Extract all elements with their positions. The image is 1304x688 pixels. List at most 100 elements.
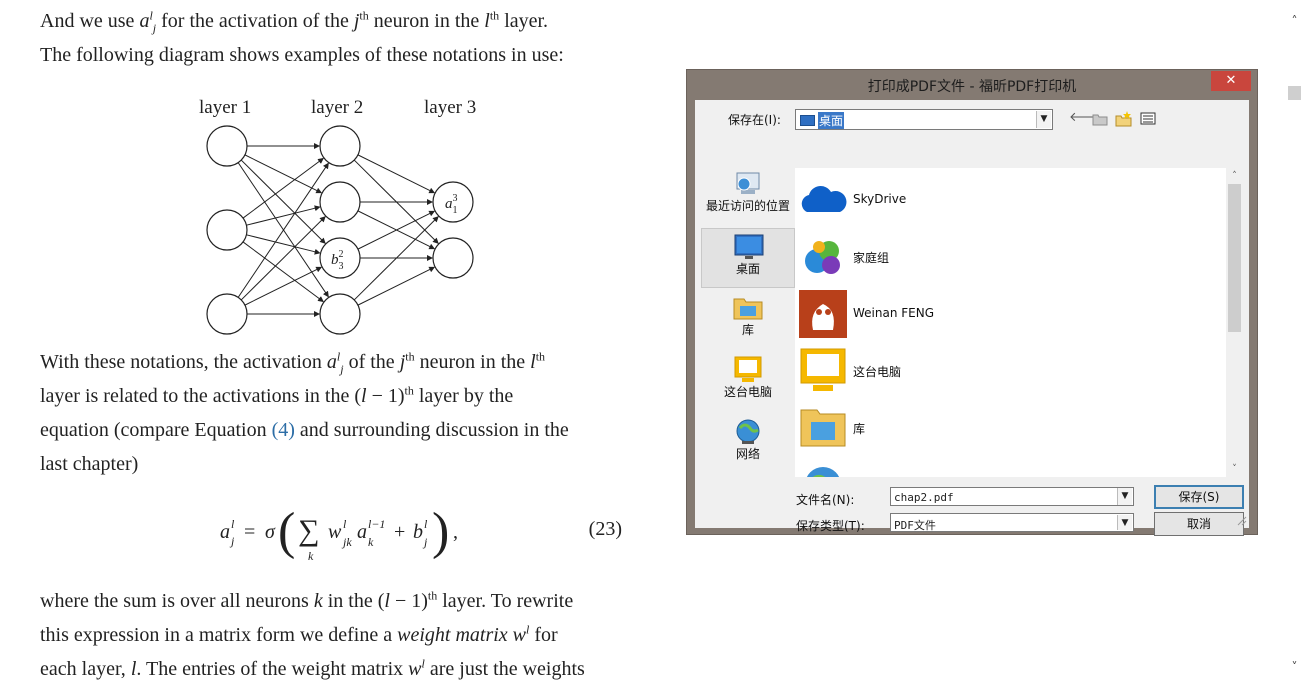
chevron-down-icon[interactable]: ▼ (1117, 515, 1132, 530)
connection-edge (357, 210, 436, 250)
file-list-scroll-thumb[interactable] (1228, 184, 1241, 332)
text: . The entries of the weight matrix (136, 658, 409, 680)
computer-icon (800, 348, 846, 391)
math-k: k (313, 590, 323, 612)
place-network[interactable]: 网络 (701, 414, 795, 474)
math-l-minus-1-th: (l − 1)th (354, 383, 414, 407)
svg-text:jk: jk (341, 535, 352, 549)
file-list-scrollbar[interactable]: ˄ ˅ (1226, 168, 1243, 477)
math-j-th: jth (399, 349, 415, 373)
list-item[interactable] (799, 459, 1219, 477)
math-l-minus-1-th: (l − 1)th (377, 588, 438, 612)
neuron-l2-1 (319, 125, 361, 167)
network-icon (736, 419, 760, 444)
back-arrow-icon[interactable]: 🡐 (1069, 110, 1104, 125)
math-j-th: jth (353, 8, 369, 32)
place-label: 最近访问的位置 (705, 199, 790, 213)
list-item[interactable]: SkyDrive (799, 174, 1219, 226)
resize-grip-icon[interactable] (1237, 516, 1247, 526)
text: for (529, 624, 558, 646)
file-name: 库 (853, 422, 866, 436)
equation-number: (23) (588, 518, 622, 540)
svg-text:j: j (229, 534, 235, 548)
equation-4-link[interactable]: (4) (271, 419, 295, 441)
math-l: l (130, 658, 137, 680)
neuron-l1-2 (206, 209, 248, 251)
text: And we use (40, 10, 140, 32)
svg-text:k: k (368, 535, 374, 549)
neuron-l2-4 (319, 293, 361, 335)
close-button[interactable]: ✕ (1211, 71, 1251, 91)
new-folder-icon[interactable] (1115, 111, 1133, 127)
save-button[interactable]: 保存(S) (1154, 485, 1244, 509)
text: are just the weights (424, 658, 585, 680)
neuron-l1-3 (206, 293, 248, 335)
scroll-up-icon[interactable]: ˄ (1232, 171, 1237, 181)
list-item[interactable]: Weinan FENG (799, 288, 1219, 340)
text: equation (compare Equation (40, 419, 272, 441)
chevron-down-icon[interactable]: ▼ (1117, 488, 1132, 505)
filetype-value: PDF文件 (894, 519, 936, 532)
desktop-icon (734, 234, 764, 259)
place-desktop[interactable]: 桌面 (701, 228, 795, 288)
place-label: 网络 (735, 447, 760, 461)
filetype-combo[interactable]: PDF文件 ▼ (890, 513, 1134, 532)
equation-23: a l j = σ ( ∑ k w l jk a l−1 k + b l j )… (220, 500, 640, 570)
math-w-l: wl (512, 622, 530, 646)
connection-edge (244, 154, 323, 194)
scroll-down-icon[interactable]: ˅ (1232, 464, 1237, 474)
svg-text:l: l (231, 517, 235, 531)
computer-icon (734, 356, 762, 382)
file-list[interactable]: SkyDrive 家庭组 Weinan FENG 这台电脑 库 (795, 168, 1243, 477)
text: this expression in a matrix form we defi… (40, 624, 398, 646)
filename-dropdown[interactable]: ▼ (1117, 487, 1133, 506)
list-item[interactable]: 库 (799, 402, 1219, 454)
recent-places-icon (736, 172, 760, 194)
user-icon (799, 290, 847, 338)
place-computer[interactable]: 这台电脑 (701, 352, 795, 412)
text: each layer, (40, 658, 131, 680)
svg-text:(: ( (278, 503, 295, 560)
filename-field[interactable]: chap2.pdf ▼ (890, 487, 1134, 506)
list-item[interactable]: 家庭组 (799, 231, 1219, 283)
paragraph-line: The following diagram shows examples of … (40, 44, 564, 66)
view-menu-icon[interactable] (1140, 112, 1158, 128)
place-library[interactable]: 库 (701, 290, 795, 350)
cancel-button[interactable]: 取消 (1154, 512, 1244, 536)
save-in-value: 桌面 (818, 112, 845, 129)
neuron-l1-1 (206, 125, 248, 167)
paragraph-line: each layer, l. The entries of the weight… (40, 657, 585, 681)
file-name: SkyDrive (853, 192, 907, 206)
svg-text:a: a (220, 521, 230, 543)
save-in-combo[interactable]: 桌面 ▼ (795, 109, 1053, 130)
connection-edge (237, 162, 329, 298)
connection-edge (357, 154, 436, 194)
connections (237, 143, 439, 317)
paragraph-line: equation (compare Equation (4) and surro… (40, 418, 569, 442)
dialog-titlebar[interactable]: 打印成PDF文件 - 福昕PDF打印机 ✕ (687, 70, 1257, 99)
math-l-th: lth (484, 8, 500, 32)
paragraph-line: this expression in a matrix form we defi… (40, 623, 558, 647)
text: of the (343, 351, 400, 373)
scroll-down-icon[interactable]: ˅ (1291, 660, 1298, 674)
neuron-l3-1 (432, 181, 474, 223)
text: layer. To rewrite (437, 590, 574, 612)
list-item[interactable]: 这台电脑 (799, 345, 1219, 397)
connection-edge (240, 216, 326, 301)
svg-text:k: k (308, 549, 314, 563)
svg-text:l: l (343, 517, 347, 531)
text: neuron in the (414, 351, 531, 373)
place-recent[interactable]: 最近访问的位置 (701, 166, 795, 226)
up-folder-icon[interactable] (1092, 112, 1110, 128)
page-scroll-thumb[interactable] (1288, 86, 1301, 100)
text: layer by the (413, 385, 514, 407)
paragraph-line: last chapter) (40, 453, 139, 475)
file-name: 家庭组 (853, 251, 890, 265)
page-scrollbar[interactable]: ˄ ˅ (1285, 0, 1304, 688)
place-label: 库 (741, 323, 754, 337)
place-label: 这台电脑 (723, 385, 772, 399)
scroll-up-icon[interactable]: ˄ (1291, 14, 1298, 28)
chevron-down-icon[interactable]: ▼ (1036, 111, 1051, 128)
